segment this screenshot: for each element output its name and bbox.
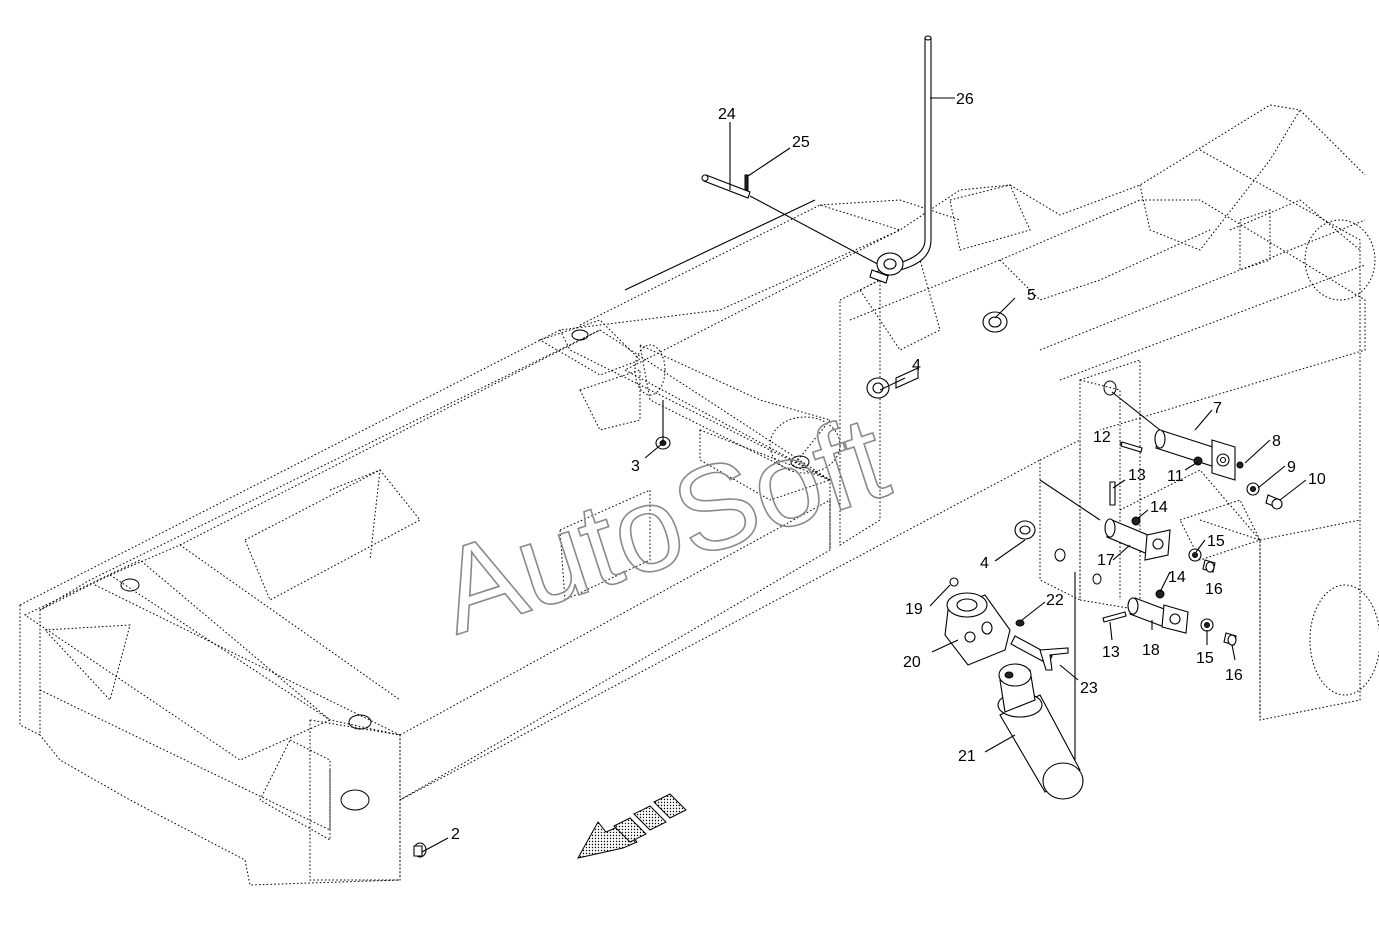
linkage-wire: [624, 195, 904, 291]
callout-11: 11: [1167, 468, 1184, 485]
callout-16-lower: 16: [1225, 667, 1243, 684]
part-9-washer: [1246, 482, 1260, 496]
part-16-bolt-upper: [1202, 559, 1216, 573]
callout-12: 12: [1093, 429, 1111, 446]
part-4-washer-upper: [866, 367, 919, 399]
callout-15-lower: 15: [1196, 650, 1214, 667]
part-18-pin: [1127, 597, 1189, 634]
callout-24: 24: [718, 106, 736, 123]
part-12-pin: [1120, 441, 1143, 453]
part-22-clip: [1015, 619, 1025, 627]
callout-25: 25: [792, 134, 810, 151]
part-8-screw: [1236, 461, 1244, 469]
callout-14-upper: 14: [1150, 499, 1168, 516]
callout-21: 21: [958, 748, 976, 765]
part-17-pin: [1104, 518, 1171, 561]
part-21-cylinder: [997, 663, 1084, 800]
part-23-pin: [1010, 635, 1069, 671]
callout-13-upper: 13: [1128, 467, 1146, 484]
frame-holes: [120, 329, 1117, 811]
part-15-washer-upper: [1188, 548, 1202, 562]
part-24-pin: [701, 174, 751, 199]
callout-2: 2: [451, 826, 460, 843]
callout-23: 23: [1080, 680, 1098, 697]
part-16-bolt-lower: [1223, 632, 1237, 646]
part-20-connector-head: [944, 592, 1011, 666]
callout-7: 7: [1213, 400, 1222, 417]
callout-13-lower: 13: [1102, 644, 1120, 661]
forward-arrow-icon: [577, 793, 687, 859]
part-13-pin-lower: [1102, 611, 1127, 623]
callout-9: 9: [1287, 459, 1296, 476]
callout-15-upper: 15: [1207, 533, 1225, 550]
part-4-washer-lower: [1014, 520, 1036, 540]
callout-16-upper: 16: [1205, 581, 1223, 598]
part-15-washer-lower: [1200, 618, 1214, 632]
part-14-nut-upper: [1131, 516, 1141, 526]
callout-labels: 2 3 4 4 5 7 8 9 10 11 12 13 13 14 14 15 …: [451, 91, 1326, 843]
callout-22: 22: [1046, 592, 1064, 609]
callout-19: 19: [905, 601, 923, 618]
part-2-plug: [413, 842, 427, 858]
part-10-bolt: [1265, 494, 1283, 510]
callout-3: 3: [631, 458, 640, 475]
part-5-washer: [982, 311, 1008, 333]
chassis-frame: [19, 104, 1379, 886]
callout-17: 17: [1097, 552, 1115, 569]
part-25-cotter: [744, 174, 749, 191]
callout-20: 20: [903, 654, 921, 671]
callout-14-lower: 14: [1168, 569, 1186, 586]
callout-leaders: [421, 97, 1307, 853]
callout-18: 18: [1142, 642, 1160, 659]
part-26-lever-rod: [875, 35, 932, 279]
part-7-pin: [1154, 429, 1236, 481]
callout-10: 10: [1308, 471, 1326, 488]
callout-4-lower: 4: [980, 555, 989, 572]
callout-8: 8: [1272, 433, 1281, 450]
callout-5: 5: [1027, 287, 1036, 304]
part-14-nut-lower: [1155, 589, 1165, 599]
part-19-grease-nipple: [949, 577, 959, 587]
callout-26: 26: [956, 91, 974, 108]
callout-4-upper: 4: [912, 357, 921, 374]
part-13-pin-upper: [1109, 481, 1116, 506]
